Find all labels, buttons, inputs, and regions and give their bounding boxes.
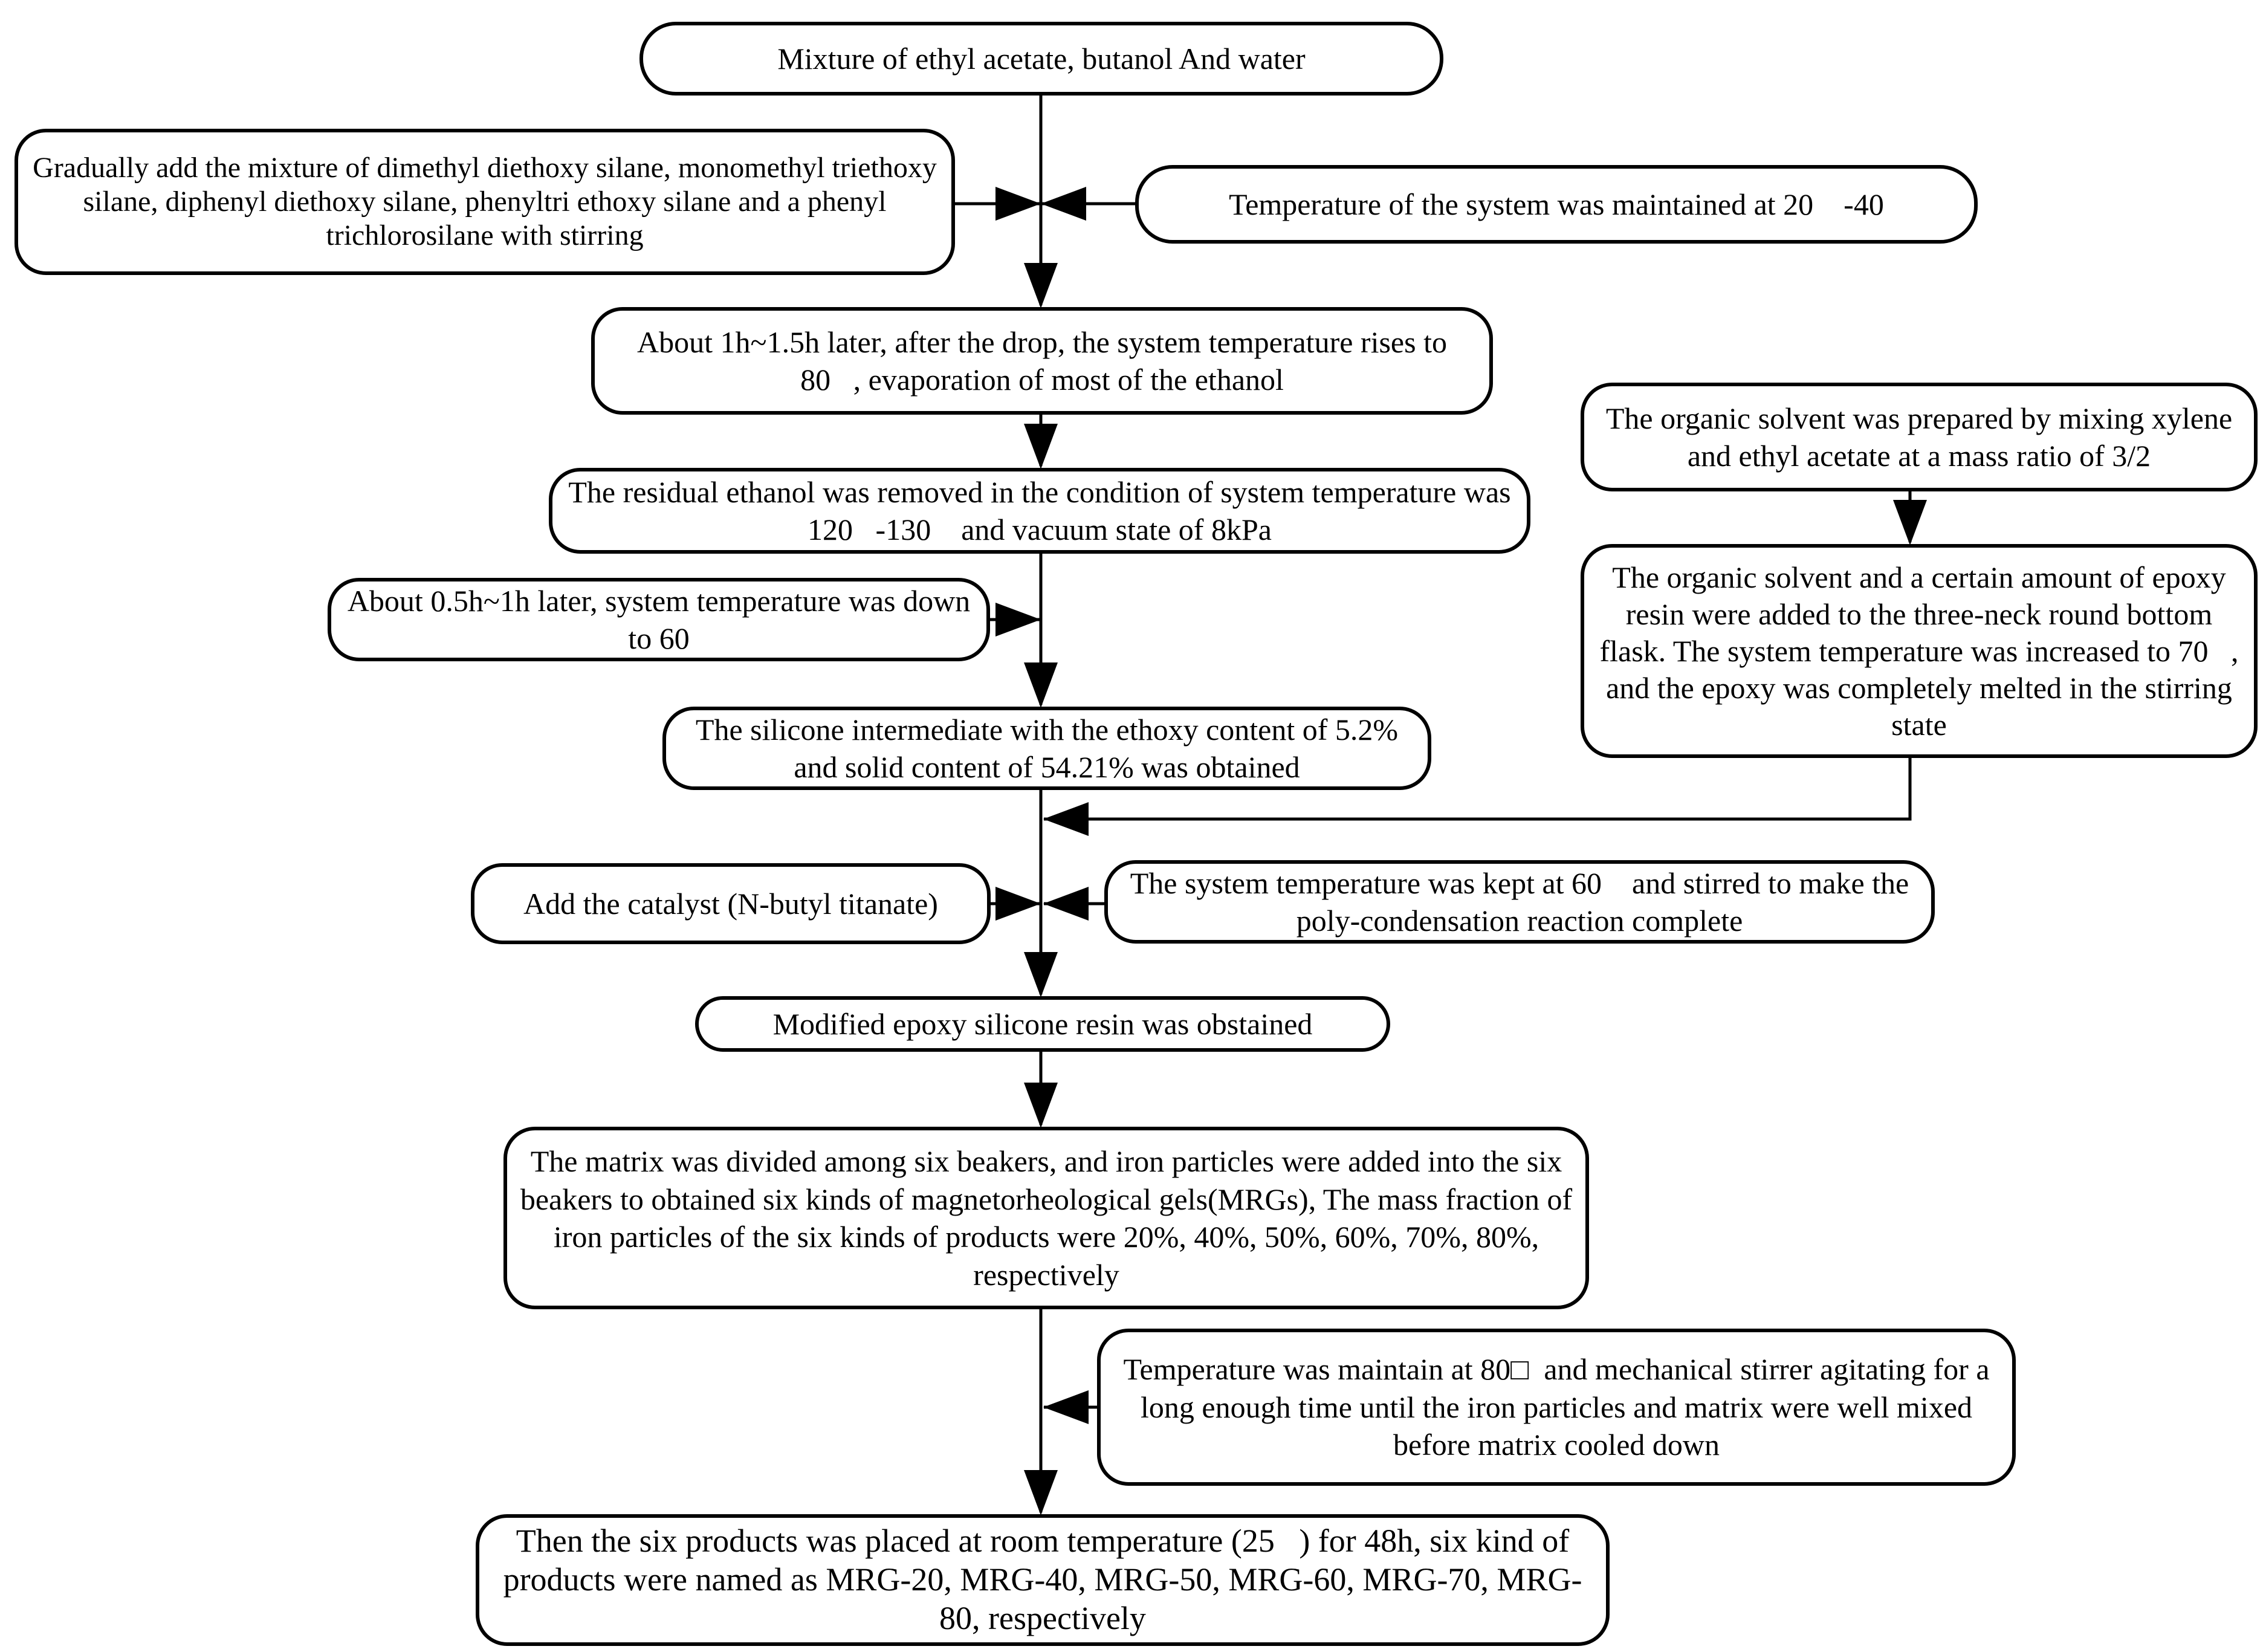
flow-node-products-named-mrg: Then the six products was placed at room…	[476, 1514, 1610, 1646]
flow-node-maintain-80-stirrer: Temperature was maintain at 80□ and mech…	[1097, 1329, 2016, 1486]
arrowhead-down-epoxyadded	[1893, 500, 1927, 545]
arrowhead-right-down60	[995, 603, 1041, 637]
flow-node-temp-maintained-20-40: Temperature of the system was maintained…	[1135, 165, 1978, 244]
arrowhead-down-final	[1024, 1470, 1058, 1515]
flow-node-matrix-six-beakers: The matrix was divided among six beakers…	[503, 1127, 1589, 1309]
flow-node-mixture: Mixture of ethyl acetate, butanol And wa…	[639, 22, 1443, 96]
arrowhead-left-temp2040	[1041, 187, 1086, 221]
connector-arrowheads	[995, 187, 1927, 1515]
flow-node-kept-60-stirred: The system temperature was kept at 60 an…	[1104, 860, 1935, 944]
arrowhead-left-maintain80	[1043, 1390, 1089, 1424]
flow-node-solvent-prepared: The organic solvent was prepared by mixi…	[1581, 383, 2258, 491]
arrowhead-down-silicone	[1024, 662, 1058, 708]
arrowhead-left-epoxyflow	[1043, 802, 1089, 836]
flow-node-temperature-rises-80: About 1h~1.5h later, after the drop, the…	[591, 307, 1493, 415]
arrowhead-down-residual	[1024, 424, 1058, 469]
arrowhead-right-silanes	[995, 187, 1041, 221]
arrowhead-left-kept60	[1043, 887, 1089, 921]
flow-node-temperature-down-60: About 0.5h~1h later, system temperature …	[328, 578, 990, 661]
flow-node-silicone-intermediate: The silicone intermediate with the ethox…	[662, 707, 1431, 790]
flow-node-epoxy-added-flask: The organic solvent and a certain amount…	[1581, 544, 2258, 758]
arrowhead-down-matrix	[1024, 1083, 1058, 1128]
flow-node-modified-resin: Modified epoxy silicone resin was obstai…	[695, 996, 1390, 1052]
flow-node-residual-ethanol: The residual ethanol was removed in the …	[549, 468, 1530, 554]
flow-node-add-catalyst: Add the catalyst (N-butyl titanate)	[471, 863, 991, 944]
flow-node-add-silanes: Gradually add the mixture of dimethyl di…	[15, 129, 955, 275]
line-epoxyadded-to-flow	[1044, 758, 1912, 821]
arrowhead-down-modified	[1024, 952, 1058, 997]
arrowhead-right-catalyst	[995, 887, 1041, 921]
arrowhead-down-rise80	[1024, 263, 1058, 308]
